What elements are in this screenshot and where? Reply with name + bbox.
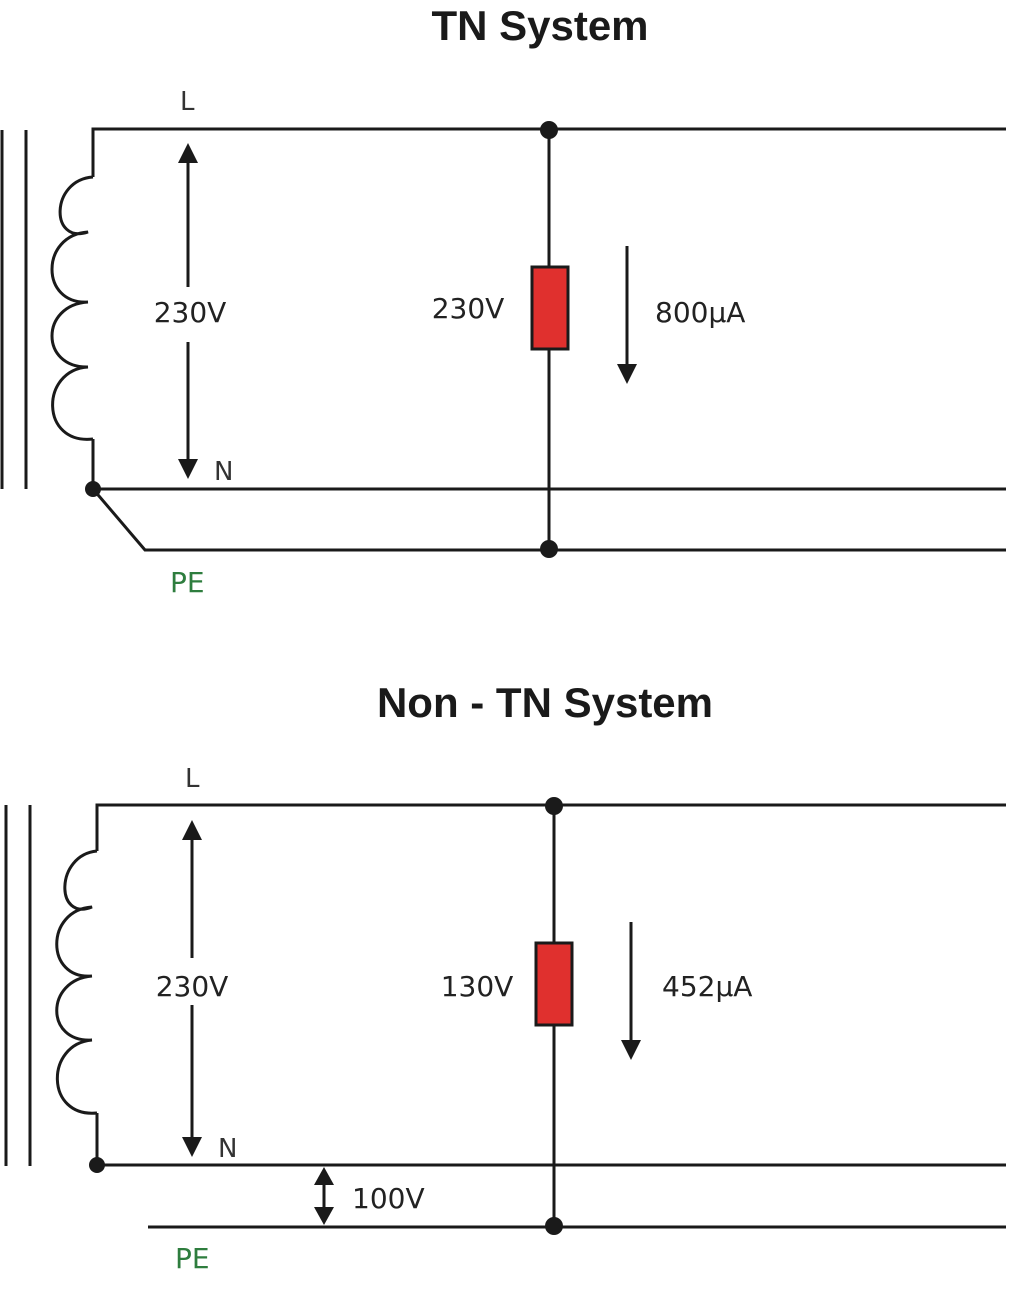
non-tn-system-title: Non - TN System bbox=[377, 679, 713, 726]
line-label: L bbox=[180, 87, 195, 117]
arrow-down-icon bbox=[314, 1207, 334, 1225]
line-label: L bbox=[185, 764, 200, 794]
junction-dot bbox=[540, 540, 558, 558]
load-resistor bbox=[530, 265, 570, 351]
non-tn-system-diagram: Non - TN System L N PE 100V 230V 130V bbox=[4, 679, 1006, 1275]
leakage-current-label: 800µA bbox=[655, 296, 745, 329]
transformer-winding-icon bbox=[50, 175, 94, 441]
load-resistor bbox=[534, 941, 574, 1027]
source-voltage-label: 230V bbox=[156, 970, 229, 1003]
junction-dot bbox=[545, 1217, 563, 1235]
arrow-down-icon bbox=[178, 459, 198, 479]
junction-dot bbox=[89, 1157, 105, 1173]
pe-label: PE bbox=[175, 1242, 210, 1275]
load-voltage-label: 230V bbox=[432, 292, 505, 325]
arrow-up-icon bbox=[314, 1167, 334, 1185]
leakage-current-label: 452µA bbox=[662, 970, 752, 1003]
tn-system-title: TN System bbox=[431, 2, 648, 49]
arrow-up-icon bbox=[178, 143, 198, 163]
arrow-down-icon bbox=[617, 364, 637, 384]
arrow-down-icon bbox=[182, 1137, 202, 1157]
pe-label: PE bbox=[170, 566, 205, 599]
line-conductor bbox=[95, 803, 1006, 851]
arrow-down-icon bbox=[621, 1040, 641, 1060]
tn-system-diagram: TN System L N PE 230V 230V 800µA bbox=[0, 2, 1006, 599]
neutral-label: N bbox=[214, 457, 233, 487]
source-voltage-label: 230V bbox=[154, 296, 227, 329]
junction-dot bbox=[545, 797, 563, 815]
transformer-winding-icon bbox=[55, 849, 98, 1115]
n-pe-voltage-label: 100V bbox=[352, 1182, 425, 1215]
arrow-up-icon bbox=[182, 820, 202, 840]
neutral-label: N bbox=[218, 1134, 237, 1164]
load-voltage-label: 130V bbox=[441, 970, 514, 1003]
line-conductor bbox=[91, 127, 1006, 177]
pe-conductor bbox=[91, 488, 1006, 552]
junction-dot bbox=[540, 121, 558, 139]
